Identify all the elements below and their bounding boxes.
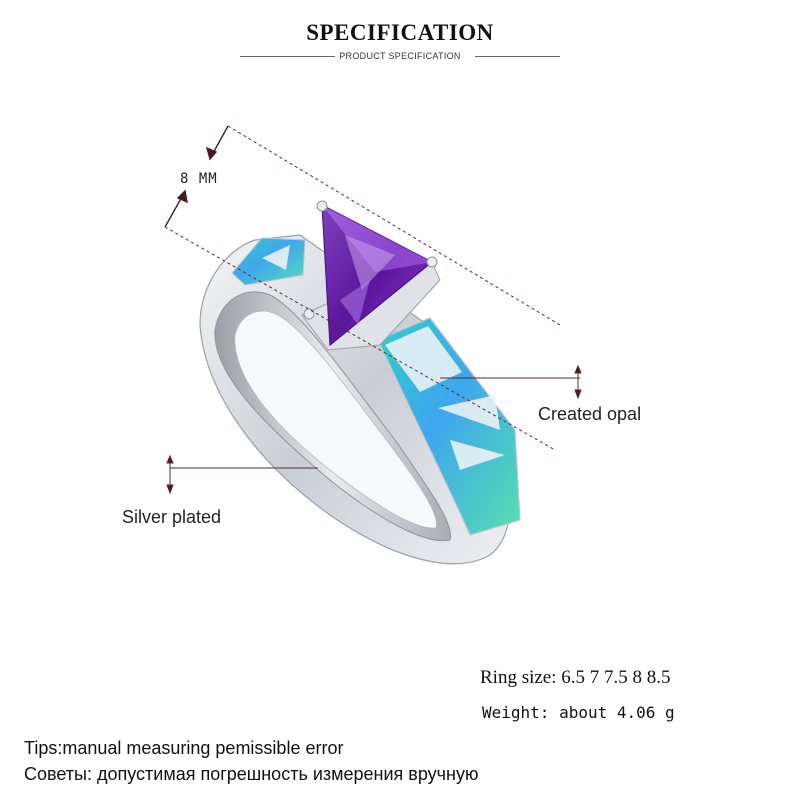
tip-russian: Советы: допустимая погрешность измерения…: [24, 764, 479, 784]
dimension-label: 8 MM: [180, 171, 218, 187]
prong: [303, 308, 315, 320]
ring-size-spec: Ring size: 6.5 7 7.5 8 8.5: [480, 667, 671, 688]
page-subtitle: PRODUCT SPECIFICATION: [339, 51, 461, 61]
ring-image: [199, 200, 521, 565]
opal-callout-leader: [440, 364, 582, 400]
dimension-guides: [164, 125, 561, 451]
silver-callout-leader: [166, 454, 318, 495]
title-divider-right: [475, 56, 560, 57]
silver-plated-label: Silver plated: [122, 507, 222, 527]
amethyst-gem: [321, 203, 434, 347]
title-divider-left: [240, 56, 335, 57]
weight-spec: Weight: about 4.06 g: [482, 703, 675, 722]
prong: [426, 256, 438, 268]
created-opal-label: Created opal: [538, 404, 642, 424]
double-arrow-icon: [164, 125, 229, 228]
prong: [316, 200, 328, 212]
page-title: SPECIFICATION: [306, 20, 494, 45]
tip-english: Tips:manual measuring pemissible error: [24, 738, 344, 758]
